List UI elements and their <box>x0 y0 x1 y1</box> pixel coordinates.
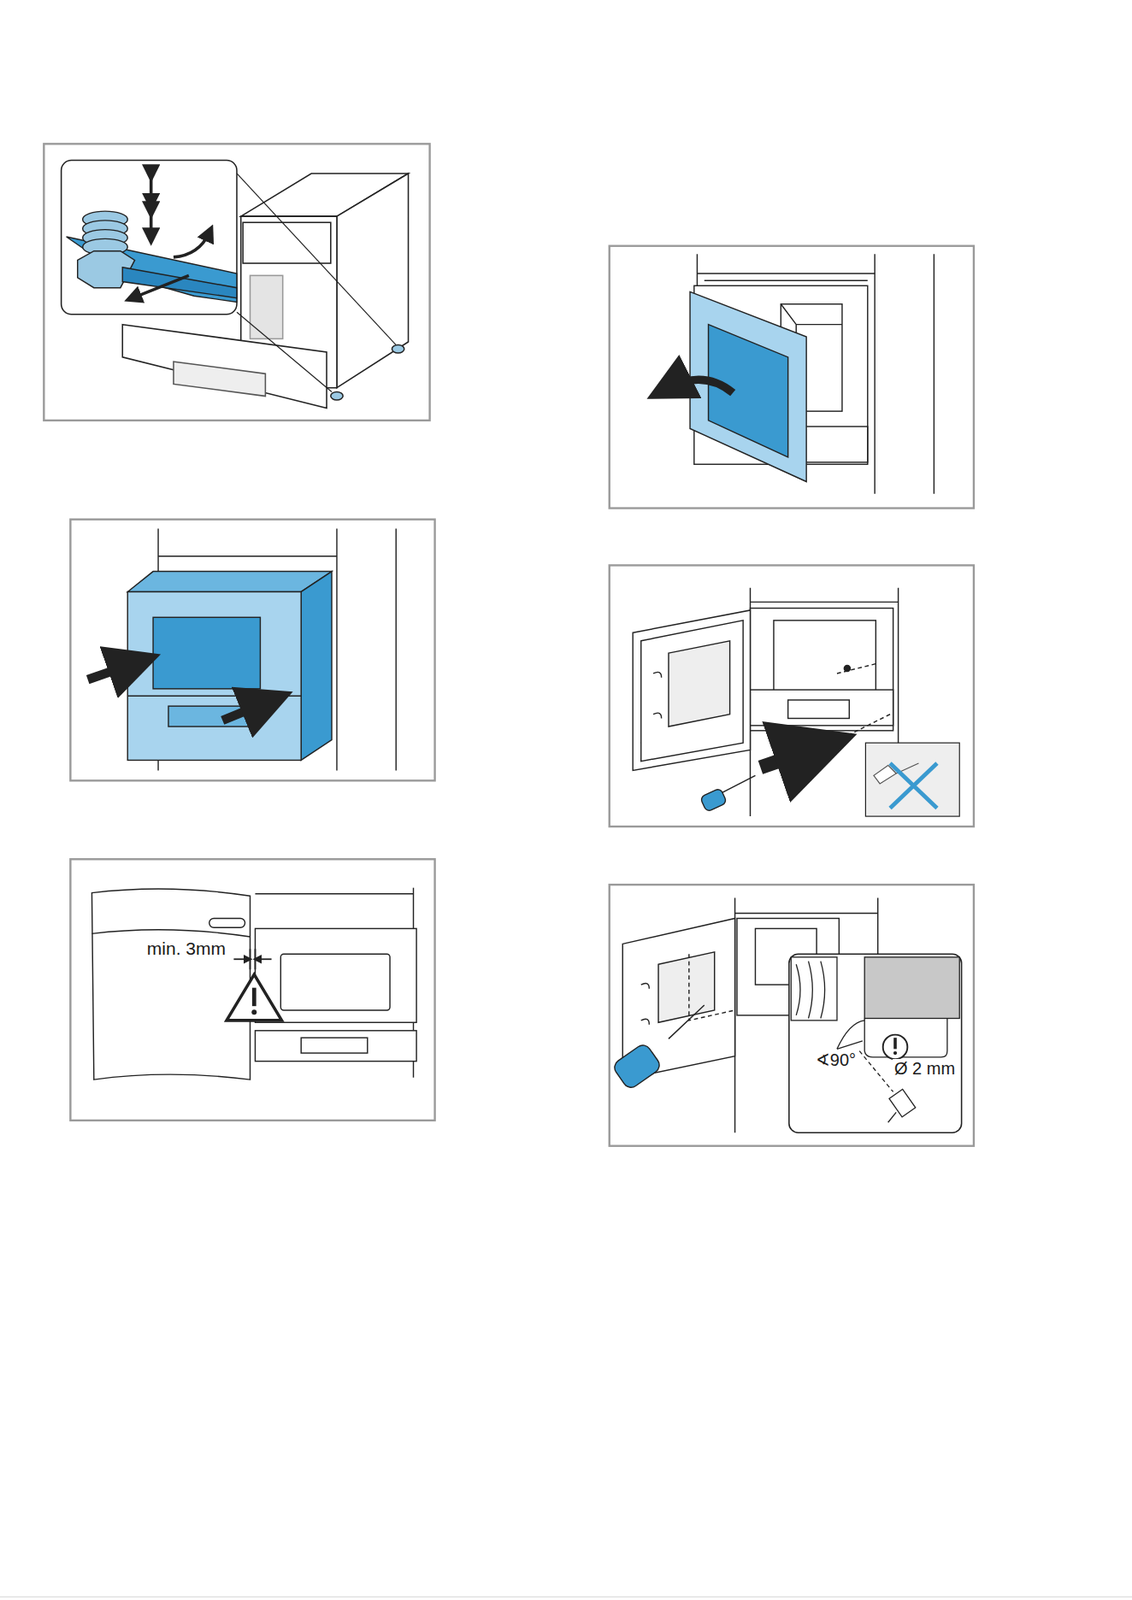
dimension-label: min. 3mm <box>145 938 228 959</box>
diameter-label: Ø 2 mm <box>892 1059 957 1079</box>
angle-label: ∢90° <box>813 1050 858 1070</box>
